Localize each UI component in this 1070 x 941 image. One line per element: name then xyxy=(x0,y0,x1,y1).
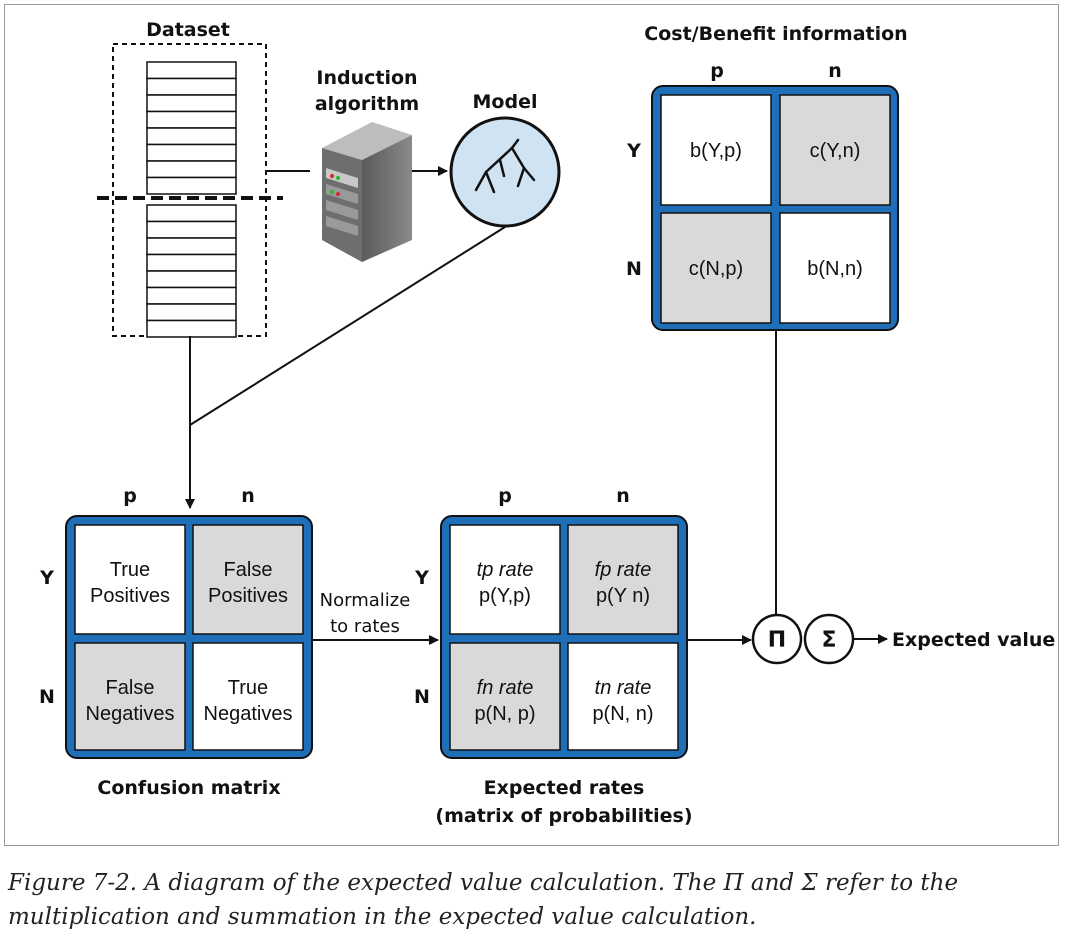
model-title: Model xyxy=(473,91,538,113)
cm-col-n: n xyxy=(241,485,255,507)
dataset-boundary xyxy=(112,43,267,337)
cm-tp-line2: Positives xyxy=(90,585,170,607)
cm-fp-line2: Positives xyxy=(208,585,288,607)
dataset-row xyxy=(146,127,237,146)
dataset-row xyxy=(146,253,237,272)
er-np-line1: fn rate xyxy=(477,677,534,699)
cm-cell-fn xyxy=(74,642,186,751)
er-col-n: n xyxy=(616,485,630,507)
cm-fn-line2: Negatives xyxy=(86,703,175,725)
er-row-y: Y xyxy=(414,567,429,589)
dataset-row xyxy=(146,77,237,96)
dataset-row xyxy=(146,110,237,129)
er-np-line2: p(N, p) xyxy=(474,703,535,725)
model: Model xyxy=(449,91,561,228)
cb-cell-yn xyxy=(779,94,891,206)
dataset-row xyxy=(146,286,237,305)
cm-fn-line1: False xyxy=(106,677,155,699)
cm-cell-tp xyxy=(74,524,186,635)
dataset-row xyxy=(146,94,237,113)
er-cell-yn xyxy=(567,524,679,635)
product-operator xyxy=(751,613,803,665)
cm-tn-line2: Negatives xyxy=(204,703,293,725)
cm-row-n: N xyxy=(39,686,55,708)
cb-cell-nn xyxy=(779,212,891,324)
cb-cell-yp-text: b(Y,p) xyxy=(690,140,742,162)
dataset-row xyxy=(146,204,237,223)
cb-cell-np-text: c(N,p) xyxy=(689,258,743,280)
tree-icon xyxy=(474,138,536,194)
dataset-row xyxy=(146,143,237,162)
dataset-row xyxy=(146,237,237,256)
cb-cell-yn-text: c(Y,n) xyxy=(810,140,861,162)
model-to-confusion-line xyxy=(189,226,506,426)
cb-cell-nn-text: b(N,n) xyxy=(807,258,863,280)
er-cell-nn xyxy=(567,642,679,751)
confusion-matrix: p n Y N True Positives False Positives F… xyxy=(39,485,313,799)
dataset-row xyxy=(146,220,237,239)
cm-col-p: p xyxy=(123,485,137,507)
er-yp-line1: tp rate xyxy=(477,559,534,581)
cm-row-y: Y xyxy=(39,567,54,589)
server-icon xyxy=(322,122,412,262)
expected-value-label: Expected value xyxy=(892,629,1055,651)
dataset-title: Dataset xyxy=(146,19,230,41)
dataset-row xyxy=(146,176,237,195)
er-nn-line2: p(N, n) xyxy=(592,703,653,725)
er-yp-line2: p(Y,p) xyxy=(479,585,531,607)
figure-frame xyxy=(4,4,1059,846)
cb-cell-np xyxy=(660,212,772,324)
er-row-n: N xyxy=(414,686,430,708)
dataset-row xyxy=(146,303,237,322)
cm-cell-fp xyxy=(192,524,304,635)
cost-benefit-matrix: Cost/Benefit information p n Y N b(Y,p) … xyxy=(626,23,908,331)
dataset-row xyxy=(146,160,237,179)
dataset-rows xyxy=(146,61,237,338)
expected-rates-title-line2: (matrix of probabilities) xyxy=(435,805,692,827)
induction-label-line2: algorithm xyxy=(315,93,419,115)
cb-cell-yp xyxy=(660,94,772,206)
induction-label-line1: Induction xyxy=(316,67,417,89)
expected-rates-title-line1: Expected rates xyxy=(484,777,645,799)
normalize-label-line2: to rates xyxy=(330,616,400,637)
confusion-matrix-title: Confusion matrix xyxy=(97,777,280,799)
sum-symbol: Σ xyxy=(821,628,836,653)
cm-tn-line1: True xyxy=(228,677,268,699)
cb-row-n: N xyxy=(626,258,642,280)
cm-tp-line1: True xyxy=(110,559,150,581)
normalize-label-line1: Normalize xyxy=(320,590,411,611)
product-symbol: Π xyxy=(768,628,786,653)
figure-caption: Figure 7-2. A diagram of the expected va… xyxy=(8,870,959,930)
er-col-p: p xyxy=(498,485,512,507)
cost-benefit-title: Cost/Benefit information xyxy=(644,23,907,45)
er-cell-np xyxy=(449,642,561,751)
dataset-row xyxy=(146,270,237,289)
cm-fp-line1: False xyxy=(224,559,273,581)
dataset-row xyxy=(146,61,237,80)
er-nn-line1: tn rate xyxy=(595,677,652,699)
cb-row-y: Y xyxy=(626,140,641,162)
er-yn-line2: p(Y n) xyxy=(596,585,650,607)
expected-value-diagram: Dataset Induction algorithm Model xyxy=(39,19,1055,827)
er-cell-yp xyxy=(449,524,561,635)
cb-col-p: p xyxy=(710,60,724,82)
induction-algorithm: Induction algorithm xyxy=(315,67,419,262)
expected-rates-matrix: p n Y N tp rate p(Y,p) fp rate p(Y n) fn… xyxy=(414,485,693,827)
cm-cell-tn xyxy=(192,642,304,751)
cb-col-n: n xyxy=(828,60,842,82)
dataset-row xyxy=(146,319,237,338)
dataset: Dataset xyxy=(97,19,283,338)
er-yn-line1: fp rate xyxy=(595,559,652,581)
model-circle xyxy=(449,116,561,228)
